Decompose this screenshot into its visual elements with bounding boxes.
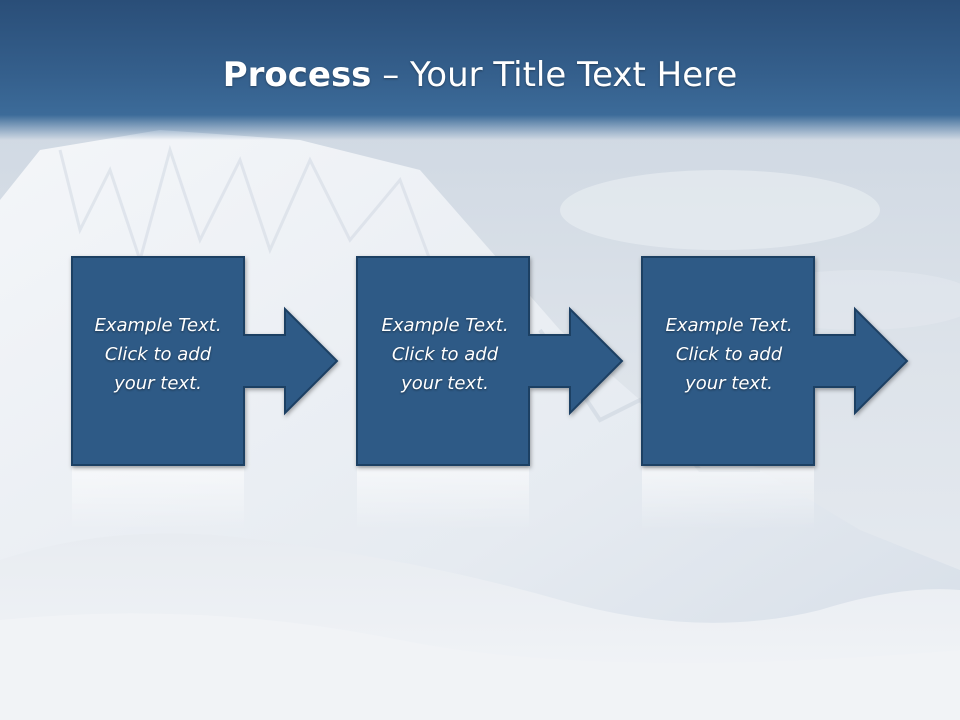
step-text-line: your text. bbox=[401, 373, 489, 394]
process-step-3[interactable] bbox=[641, 256, 909, 530]
step-text-line: Click to add bbox=[675, 344, 783, 365]
step-text-line: your text. bbox=[685, 373, 773, 394]
title-bold-part: Process bbox=[222, 55, 372, 95]
title-rest-part: – Your Title Text Here bbox=[371, 55, 738, 95]
step-text-line: Click to add bbox=[391, 344, 499, 365]
process-step-1[interactable] bbox=[71, 256, 339, 530]
step-1-reflection bbox=[72, 468, 244, 530]
step-text-line: Example Text. bbox=[94, 315, 222, 336]
slide-title[interactable]: Process – Your Title Text Here bbox=[0, 52, 960, 98]
step-1-arrow bbox=[71, 256, 339, 466]
step-text-line: Example Text. bbox=[381, 315, 509, 336]
step-2-text[interactable]: Example Text. Click to add your text. bbox=[365, 311, 525, 398]
step-text-line: your text. bbox=[114, 373, 202, 394]
step-3-text[interactable]: Example Text. Click to add your text. bbox=[649, 311, 809, 398]
step-3-arrow bbox=[641, 256, 909, 466]
process-step-2[interactable] bbox=[356, 256, 624, 530]
title-band bbox=[0, 0, 960, 140]
step-3-reflection bbox=[642, 468, 814, 530]
step-1-text[interactable]: Example Text. Click to add your text. bbox=[78, 311, 238, 398]
step-2-arrow bbox=[356, 256, 624, 466]
step-text-line: Click to add bbox=[104, 344, 212, 365]
step-text-line: Example Text. bbox=[665, 315, 793, 336]
step-2-reflection bbox=[357, 468, 529, 530]
